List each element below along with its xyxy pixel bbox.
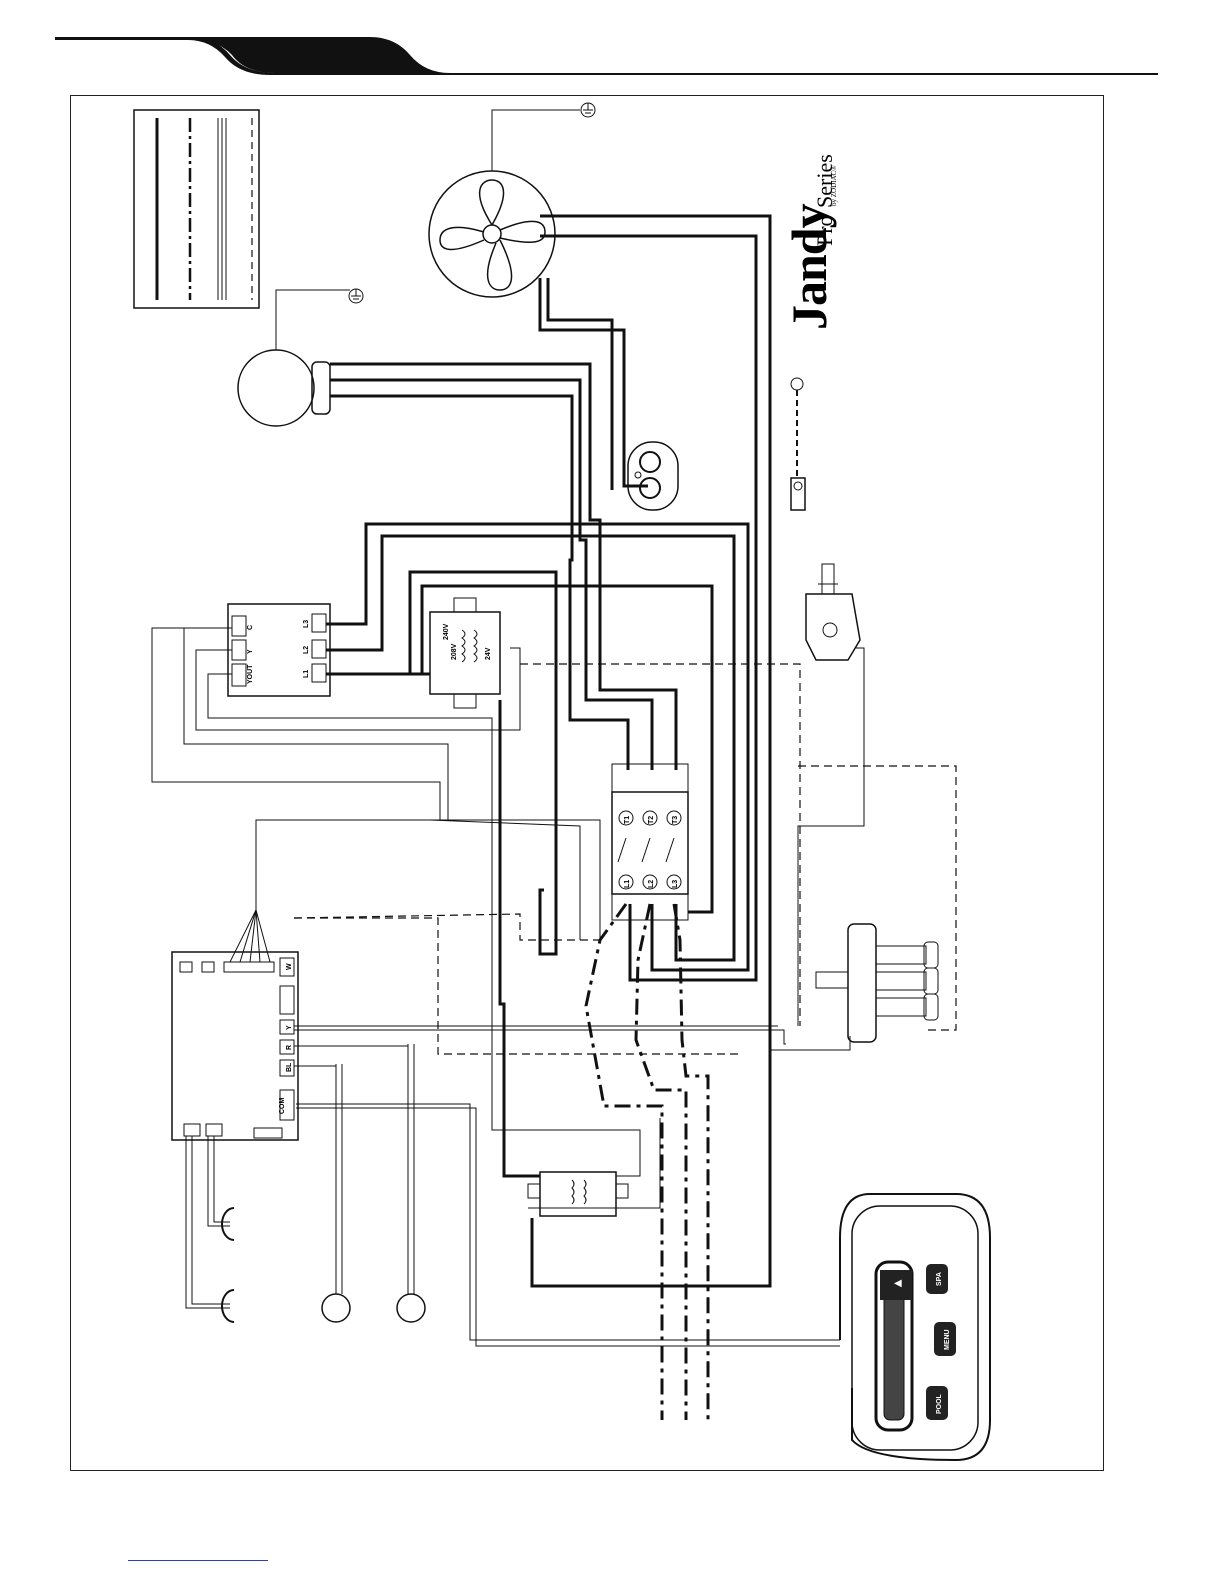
ground-lug — [791, 378, 805, 510]
control-board: W Y R BL COM — [172, 952, 298, 1140]
label-y: Y — [247, 649, 254, 654]
label-24v: 24V — [485, 647, 492, 660]
ground-icon — [581, 103, 595, 117]
label-240v: 240V — [443, 623, 450, 640]
line-legend — [134, 110, 259, 308]
power-wiring — [326, 216, 770, 1286]
label-208v: 208V — [451, 643, 458, 660]
footer-link-underline — [128, 1560, 268, 1561]
pool-label: POOL — [936, 1393, 943, 1414]
label-l3: L3 — [303, 620, 310, 628]
label-r: R — [286, 1045, 293, 1050]
label-t1: T1 — [624, 816, 631, 824]
label-w: W — [286, 963, 293, 970]
compressor — [238, 290, 350, 426]
menu-label: MENU — [944, 1329, 951, 1350]
fan-motor — [429, 110, 580, 297]
label-t2: T2 — [648, 816, 655, 824]
label-yout: YOUT — [247, 664, 254, 684]
label-l1: L1 — [624, 880, 631, 888]
label-l2: L2 — [303, 646, 310, 654]
contactor: T1 T2 T3 L1 L2 L3 — [612, 764, 688, 920]
reversing-valve — [816, 924, 938, 1042]
chevron-left-icon: ◀ — [894, 1278, 902, 1289]
brand-pro: Pro — [812, 215, 838, 246]
pressure-switch — [806, 564, 860, 660]
run-capacitor — [628, 442, 678, 510]
label-l1: L1 — [303, 670, 310, 678]
spa-label: SPA — [936, 1272, 943, 1286]
control-transformer: 208V 240V 24V — [430, 598, 500, 708]
thermistor-sensors — [186, 1136, 234, 1322]
label-l2: L2 — [648, 880, 655, 888]
label-y: Y — [286, 1025, 293, 1030]
wall-controller[interactable]: ◀ SPA MENU POOL — [840, 1194, 990, 1460]
brand-byline: by ZODIAC® — [830, 165, 838, 206]
ground-icon — [349, 289, 363, 303]
label-t3: T3 — [672, 816, 679, 824]
relay — [528, 1172, 628, 1216]
label-com: COM — [279, 1098, 286, 1115]
label-bl: BL — [286, 1062, 293, 1072]
label-c: C — [247, 625, 254, 630]
phase-monitor: L3 L2 L1 C Y YOUT — [228, 604, 330, 696]
field-wiring — [294, 664, 956, 1054]
label-l3: L3 — [672, 880, 679, 888]
pressure-switch-icon — [322, 1044, 425, 1322]
